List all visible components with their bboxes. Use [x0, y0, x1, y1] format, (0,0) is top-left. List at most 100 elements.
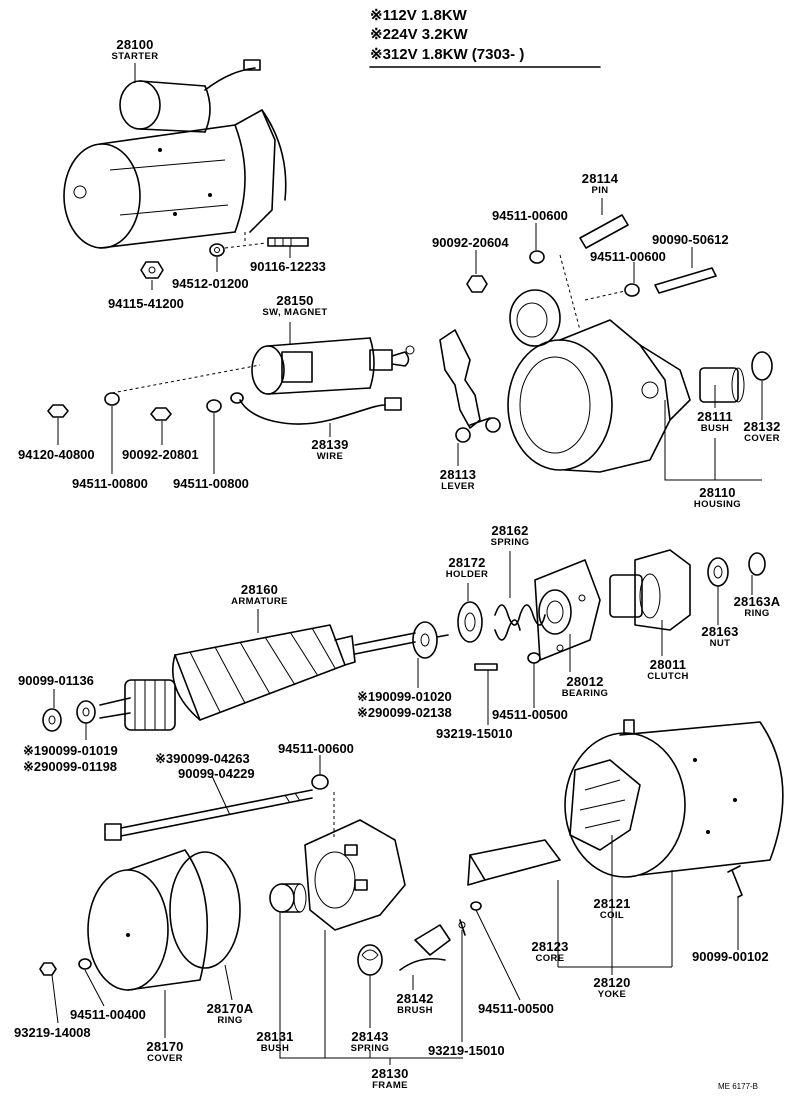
ref-94511-00600-c: 94511-00600	[278, 741, 354, 756]
part-name: BUSH	[260, 1043, 290, 1054]
legend-row-2: ※224V 3.2KW	[370, 27, 468, 42]
legend-text-2: 24V 3.2KW	[390, 26, 468, 43]
lever-drawing	[439, 329, 501, 443]
part-number: 28012	[566, 674, 604, 689]
legend-mark-1: ※1	[370, 7, 391, 24]
ref-94115-41200: 94115-41200	[108, 296, 184, 311]
callout-28150: 28150 SW, MAGNET	[255, 294, 335, 318]
ref-90099-00102: 90099-00102	[692, 949, 769, 964]
callout-28160: 28160 ARMATURE	[222, 583, 297, 607]
ref-94511-00800-b: 94511-00800	[173, 476, 249, 491]
legend-mark-3: ※3	[370, 46, 391, 63]
callout-28120: 28120 YOKE	[582, 976, 642, 1000]
ref-93219-15010-a: 93219-15010	[436, 726, 513, 741]
part-name: COVER	[744, 433, 780, 444]
part-name: STARTER	[111, 51, 159, 62]
part-number: 28150	[276, 293, 314, 308]
part-number: 28172	[448, 555, 486, 570]
part-name: CORE	[535, 953, 565, 964]
part-number: 28143	[351, 1029, 389, 1044]
ref-90099-04263: ※390099-04263	[155, 751, 250, 766]
armature-washers-drawing	[42, 700, 96, 732]
leader-lines	[51, 63, 763, 1065]
housing-drawing	[466, 214, 773, 473]
part-name: FRAME	[372, 1080, 408, 1091]
brush-frame-drawing	[269, 819, 482, 976]
switch-fasteners-drawing	[47, 364, 402, 425]
part-number: 28011	[649, 657, 687, 672]
ref-93219-14008: 93219-14008	[14, 1025, 91, 1040]
ref-94120-40800: 94120-40800	[18, 447, 95, 462]
callout-28130: 28130 FRAME	[360, 1067, 420, 1091]
ref-90099-01136: 90099-01136	[18, 673, 94, 688]
part-number: 28110	[699, 485, 736, 500]
ref-94511-00600-a: 94511-00600	[492, 208, 568, 223]
part-number: 28130	[371, 1066, 409, 1081]
part-name: YOKE	[597, 989, 627, 1000]
callout-28110: 28110 HOUSING	[685, 486, 750, 510]
ref-90099-02138: ※290099-02138	[357, 705, 452, 720]
legend-row-3: ※312V 1.8KW (7303- )	[370, 47, 524, 62]
part-name: CLUTCH	[647, 671, 689, 682]
ref-90099-01020: ※190099-01020	[357, 689, 452, 704]
legend-row-1: ※112V 1.8KW	[370, 8, 467, 23]
part-number: 28162	[491, 523, 529, 538]
part-name: COIL	[599, 910, 625, 921]
ref-90099-01198: ※290099-01198	[23, 759, 118, 774]
callout-28011: 28011 CLUTCH	[638, 658, 698, 682]
end-cover-drawing	[39, 849, 241, 991]
ref-90090-50612: 90090-50612	[652, 232, 729, 247]
part-name: SW, MAGNET	[262, 307, 328, 318]
legend-text-3: 12V 1.8KW (7303- )	[390, 46, 525, 63]
part-name: RING	[217, 1015, 243, 1026]
callout-28123: 28123 CORE	[520, 940, 580, 964]
ref-90092-20604: 90092-20604	[432, 235, 509, 250]
ref-90099-04229: 90099-04229	[178, 766, 255, 781]
part-name: HOLDER	[445, 569, 489, 580]
callout-28131: 28131 BUSH	[245, 1030, 305, 1054]
callout-28139: 28139 WIRE	[300, 438, 360, 462]
callout-28143: 28143 SPRING	[340, 1030, 400, 1054]
drawing-code: ME 6177-B	[718, 1082, 759, 1091]
armature-drawing	[99, 621, 449, 731]
callout-28114: 28114 PIN	[570, 172, 630, 196]
ref-94511-00500-a: 94511-00500	[492, 707, 568, 722]
starter-fasteners-drawing	[140, 232, 309, 279]
ref-90116-12233: 90116-12233	[250, 259, 326, 274]
part-number: 28100	[116, 37, 154, 52]
callout-28172: 28172 HOLDER	[437, 556, 497, 580]
part-name: NUT	[709, 638, 731, 649]
ref-93219-15010-b: 93219-15010	[428, 1043, 505, 1058]
callout-28132: 28132 COVER	[732, 420, 792, 444]
callout-28113: 28113 LEVER	[428, 468, 488, 492]
callout-28142: 28142 BRUSH	[385, 992, 445, 1016]
part-name: LEVER	[441, 481, 475, 492]
part-number: 28170A	[206, 1001, 254, 1016]
starter-assembly-drawing	[63, 59, 287, 249]
drive-components-drawing	[457, 549, 766, 671]
part-name: HOUSING	[693, 499, 742, 510]
part-name: WIRE	[316, 451, 344, 462]
ref-94512-01200: 94512-01200	[172, 276, 249, 291]
part-number: 28170	[146, 1039, 184, 1054]
part-name: BRUSH	[397, 1005, 433, 1016]
callout-28121: 28121 COIL	[582, 897, 642, 921]
callout-28163A: 28163A RING	[722, 595, 792, 619]
part-name: RING	[744, 608, 770, 619]
part-number: 28114	[581, 171, 619, 186]
part-name: SPRING	[490, 537, 530, 548]
part-number: 28120	[593, 975, 631, 990]
ref-90092-20801: 90092-20801	[122, 447, 199, 462]
callout-28170A: 28170A RING	[195, 1002, 265, 1026]
yoke-drawing	[467, 719, 784, 898]
callout-28111: 28111 BUSH	[685, 410, 745, 434]
part-number: 28163A	[733, 594, 781, 609]
ref-90099-01019: ※190099-01019	[23, 743, 118, 758]
part-number: 28123	[531, 939, 569, 954]
ref-94511-00500-b: 94511-00500	[478, 1001, 554, 1016]
part-number: 28160	[240, 582, 279, 597]
part-number: 28163	[701, 624, 739, 639]
part-number: 28121	[593, 896, 631, 911]
